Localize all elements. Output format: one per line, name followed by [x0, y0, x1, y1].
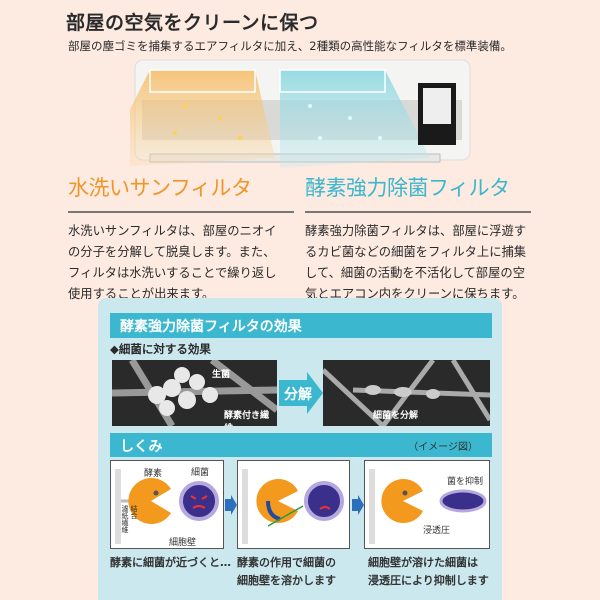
label-decomposed: 細菌を分解	[373, 411, 419, 421]
step-2-caption: 酵素の作用で細菌の細胞壁を溶かします	[237, 554, 336, 590]
step-1-caption: 酵素に細菌が近づくと…	[110, 554, 231, 572]
text-line: 使用することが出来ます。	[68, 287, 215, 301]
caption-line: 細胞壁を溶かします	[237, 574, 336, 587]
step-1-diagram: 酵素 細菌 濾紙繊維 結合 細胞壁	[110, 460, 224, 549]
caption-line: 酵素に細菌が近づくと…	[110, 556, 231, 569]
divider	[305, 211, 531, 213]
divider	[68, 211, 294, 213]
filter-description-sun: 水洗いサンフィルタは、部屋のニオイの分子を分解して脱臭します。また、フィルタは水…	[68, 221, 300, 305]
page-subtitle: 部屋の塵ゴミを捕集するエアフィルタに加え、2種類の高性能なフィルタを標準装備。	[68, 39, 512, 53]
image-note: （イメージ図）	[408, 442, 478, 453]
air-conditioner-image	[130, 59, 471, 168]
decompose-label: 分解	[284, 387, 312, 403]
label-cell-wall: 細胞壁	[169, 538, 197, 548]
filter-heading-sun: 水洗いサンフィルタ	[68, 176, 252, 200]
effect-title: 酵素強力除菌フィルタの効果	[110, 313, 492, 338]
micrograph-after	[323, 360, 490, 426]
micrograph-before	[112, 360, 277, 426]
label-live-bacteria: 生菌	[212, 370, 231, 380]
text-line: 気とエアコン内をクリーンに保ちます。	[305, 287, 525, 301]
label-enzyme: 酵素	[144, 469, 163, 479]
enzyme-approaching-illustration	[115, 469, 219, 544]
step-3-caption: 細胞壁が溶けた細菌は浸透圧により抑制します	[368, 554, 489, 590]
arrow-right-icon	[279, 372, 323, 414]
mechanism-heading: しくみ	[120, 439, 163, 455]
text-line: して、細菌の活動を不活化して部屋の空	[305, 266, 525, 280]
photo-live-bacteria: 生菌 酵素付き繊維	[112, 360, 277, 426]
filter-description-enzyme: 酵素強力除菌フィルタは、部屋に浮遊するカビ菌などの細菌をフィルタ上に捕集して、細…	[305, 221, 537, 305]
step-arrow-icon	[352, 495, 364, 515]
filter-heading-enzyme: 酵素強力除菌フィルタ	[305, 176, 510, 200]
step-2-diagram	[237, 460, 350, 549]
text-line: るカビ菌などの細菌をフィルタ上に捕集	[305, 245, 527, 259]
caption-line: 細胞壁が溶けた細菌は	[368, 556, 478, 569]
text-line: 水洗いサンフィルタは、部屋のニオイ	[68, 224, 277, 238]
bacteria-suppressed-illustration	[369, 469, 487, 544]
label-enzyme-fiber: 酵素付き繊維	[224, 411, 270, 426]
page-title: 部屋の空気をクリーンに保つ	[66, 12, 319, 34]
caption-line: 浸透圧により抑制します	[368, 574, 489, 587]
caption-line: 酵素の作用で細菌の	[237, 556, 336, 569]
text-line: フィルタは水洗いすることで繰り返し	[68, 266, 277, 280]
effect-subheading: ◆細菌に対する効果	[110, 342, 211, 356]
photo-decomposed-bacteria: 細菌を分解	[323, 360, 490, 426]
label-bacteria: 細菌	[191, 468, 210, 478]
step-3-diagram: 菌を抑制 浸透圧	[364, 460, 490, 549]
enzyme-dissolving-illustration	[242, 469, 344, 544]
mechanism-title: しくみ （イメージ図）	[110, 433, 492, 457]
text-line: 酵素強力除菌フィルタは、部屋に浮遊す	[305, 224, 527, 238]
label-osmotic: 浸透圧	[423, 526, 451, 536]
label-bond: 結合	[130, 505, 138, 519]
label-fiber: 濾紙繊維	[121, 505, 129, 533]
label-suppress: 菌を抑制	[447, 477, 484, 487]
text-line: の分子を分解して脱臭します。また、	[68, 245, 276, 259]
step-arrow-icon	[225, 495, 237, 515]
